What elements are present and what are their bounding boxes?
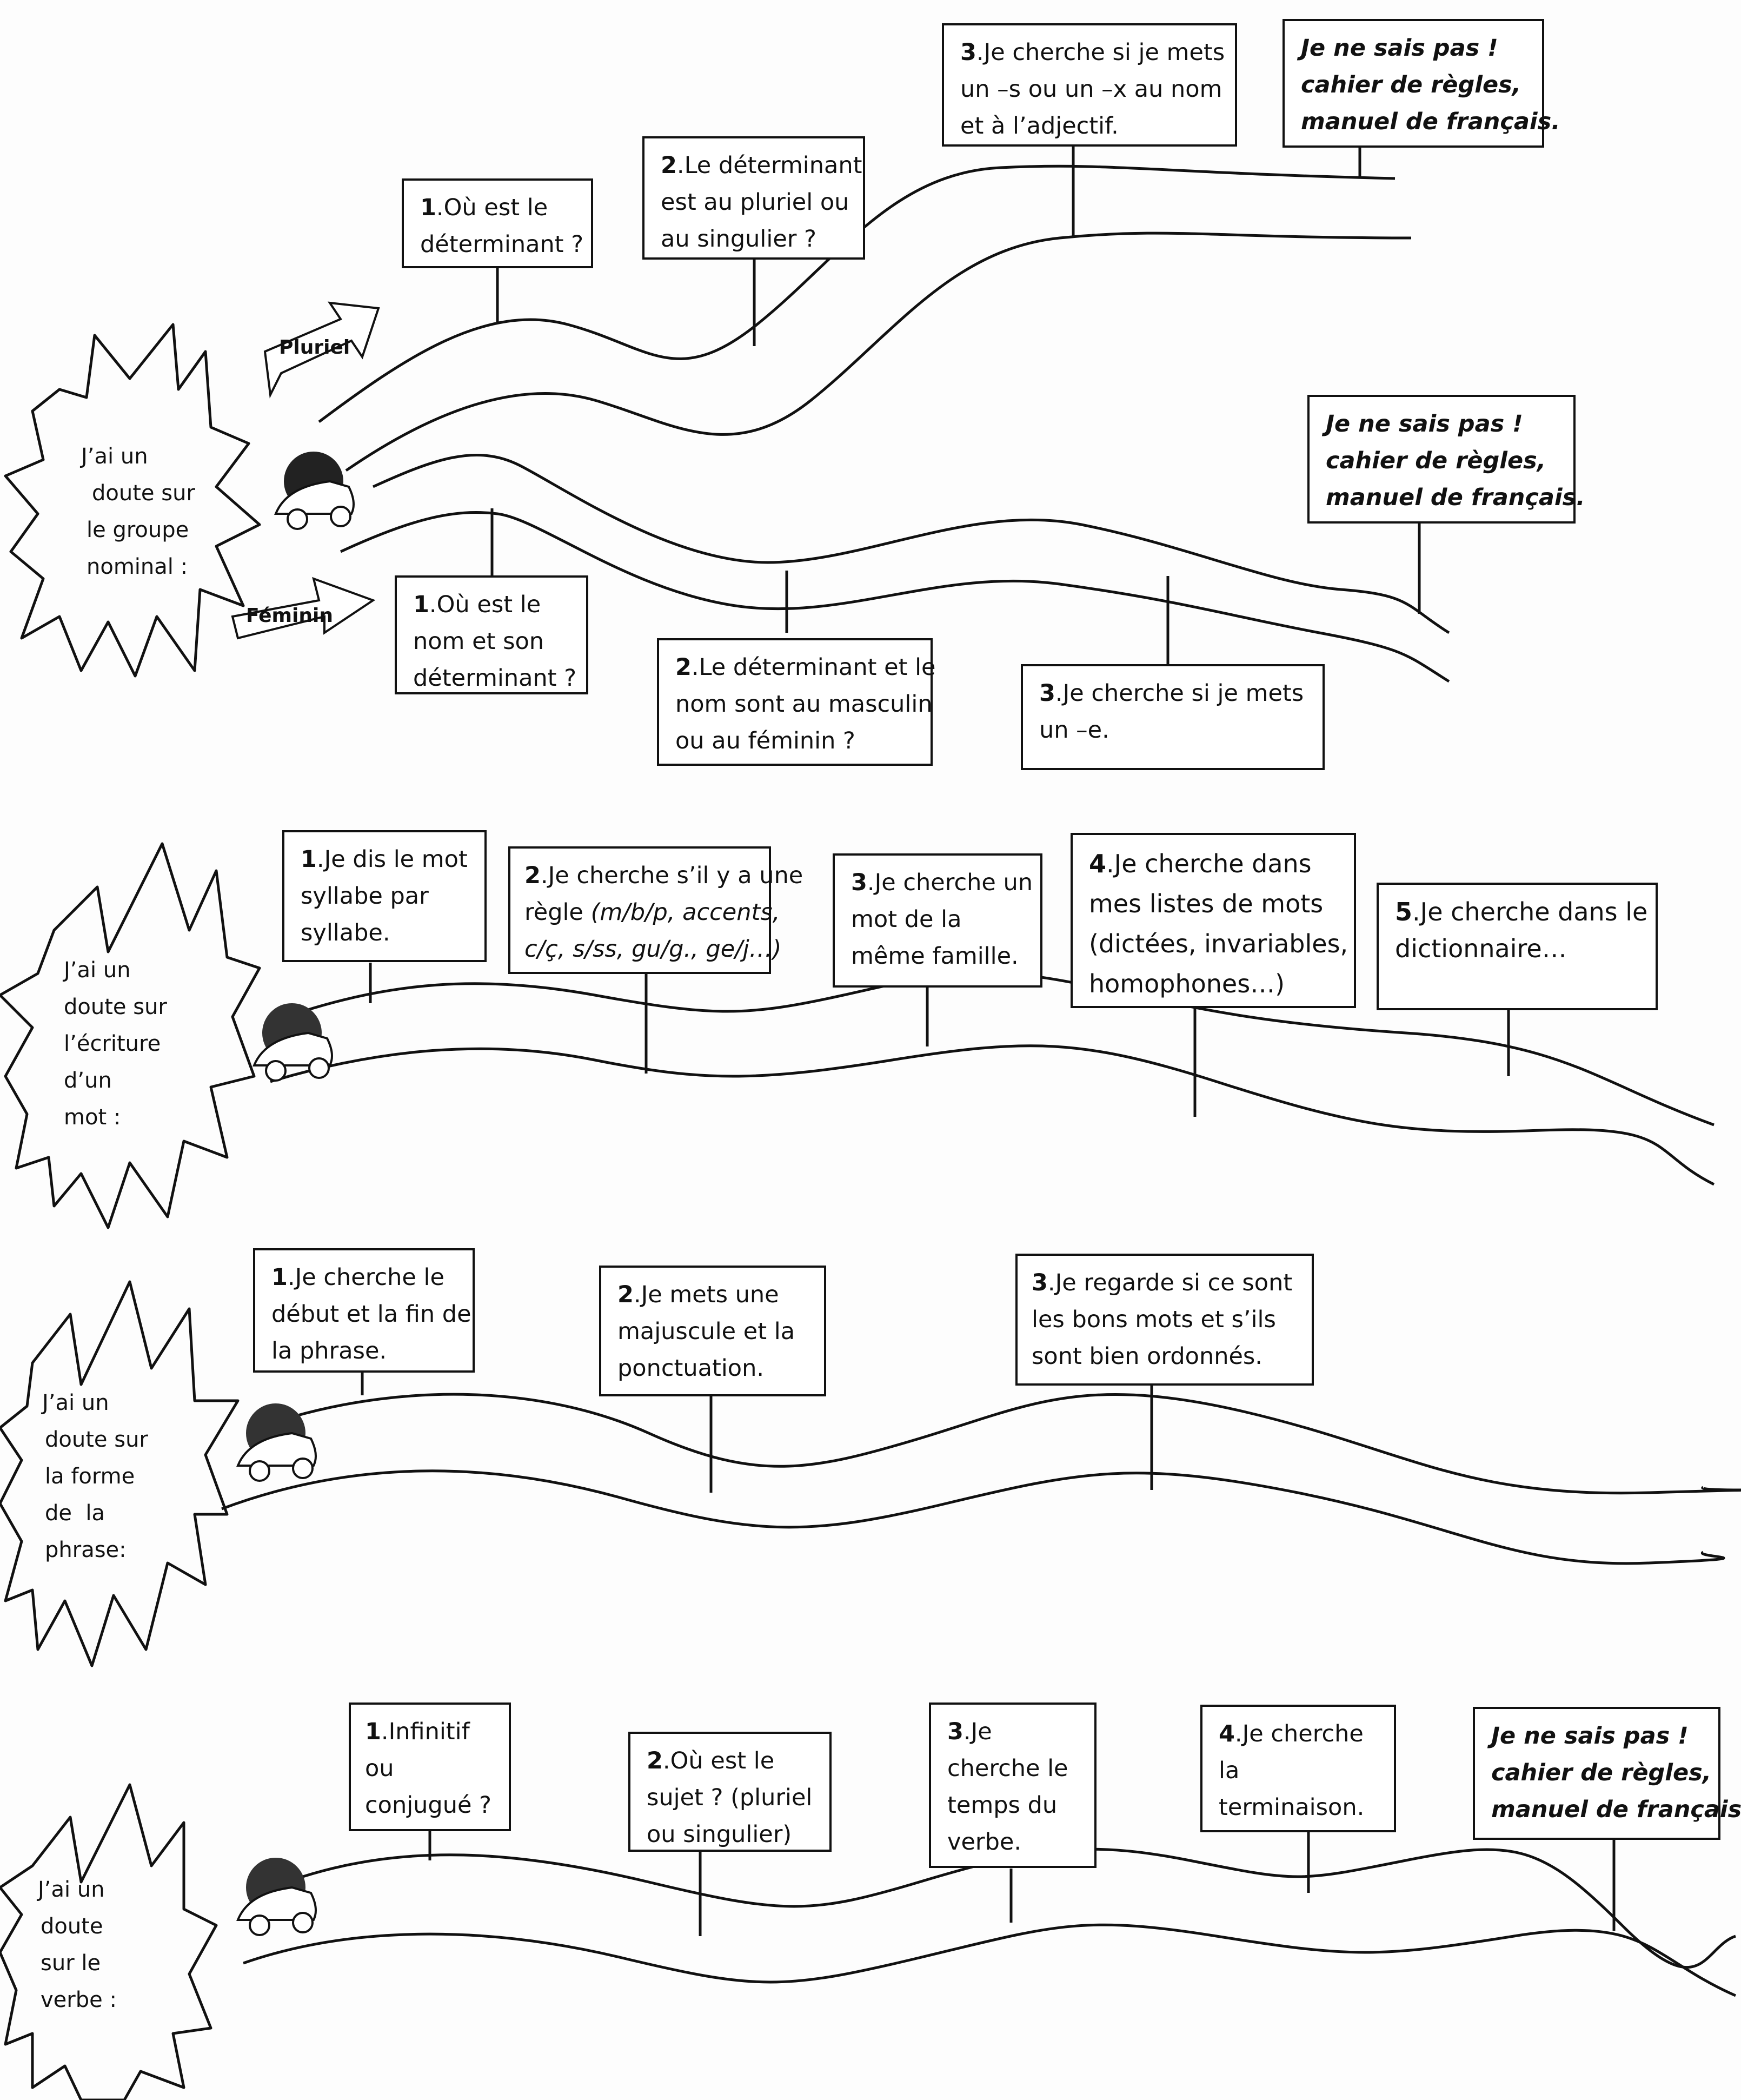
step-box-feminin-3: 3.Je cherche si je mets un –e. [1021, 664, 1325, 770]
step-box-verbe-4: 4.Je cherche la terminaison. [1200, 1705, 1396, 1832]
step-box-verbe-2: 2.Où est le sujet ? (pluriel ou singulie… [628, 1732, 832, 1852]
starburst-icon [0, 1280, 240, 1667]
feminin-label: Féminin [246, 605, 333, 627]
burst-text-groupe-nominal: J’ai un doute sur le groupe nominal : [81, 444, 195, 579]
step-box-verbe-3: 3.Je cherche le temps du verbe. [929, 1702, 1097, 1868]
step-box-pluriel-1: 1.Où est le déterminant ? [402, 178, 593, 268]
starburst-icon [0, 842, 261, 1229]
starburst-icon [0, 1783, 218, 2100]
step-box-feminin-2: 2.Le déterminant et le nom sont au mascu… [657, 638, 936, 766]
arrow-right-icon [231, 577, 376, 640]
help-box-verbe: Je ne sais pas ! cahier de règles, manue… [1473, 1707, 1741, 1840]
starburst-icon [4, 323, 261, 678]
step-box-ecriture-3: 3.Je cherche un mot de la même famille. [833, 853, 1042, 988]
help-box-feminin: Je ne sais pas ! cahier de règles, manue… [1307, 395, 1585, 524]
step-box-ecriture-2: 2.Je cherche s’il y a une règle (m/b/p, … [508, 846, 803, 974]
step-box-ecriture-5: 5.Je cherche dans le dictionnaire… [1377, 883, 1658, 1010]
burst-text-verbe: J’ai un doute sur le verbe : [38, 1877, 117, 2012]
step-box-ecriture-4: 4.Je cherche dans mes listes de mots (di… [1071, 833, 1356, 1008]
step-box-pluriel-2: 2.Le déterminant est au pluriel ou au si… [642, 136, 865, 260]
car-icon [274, 452, 355, 530]
step-box-phrase-2: 2.Je mets une majuscule et la ponctuatio… [599, 1266, 826, 1396]
burst-text-forme-phrase: J’ai un doute sur la forme de la phrase: [42, 1390, 148, 1562]
arrow-right-icon [263, 301, 380, 399]
step-box-feminin-1: 1.Où est le nom et son déterminant ? [395, 575, 588, 694]
car-icon [236, 1403, 317, 1482]
burst-text-ecriture: J’ai un doute sur l’écriture d’un mot : [64, 958, 167, 1130]
car-icon [252, 1003, 333, 1082]
step-box-pluriel-3: 3.Je cherche si je mets un –s ou un –x a… [942, 23, 1237, 147]
step-box-verbe-1: 1.Infinitif ou conjugué ? [349, 1702, 511, 1831]
pluriel-label: Pluriel [279, 336, 350, 359]
car-icon [236, 1858, 317, 1936]
step-box-ecriture-1: 1.Je dis le mot syllabe par syllabe. [282, 830, 487, 962]
step-box-phrase-3: 3.Je regarde si ce sont les bons mots et… [1015, 1254, 1314, 1386]
step-box-phrase-1: 1.Je cherche le début et la fin de la ph… [253, 1248, 475, 1373]
help-box-pluriel: Je ne sais pas ! cahier de règles, manue… [1283, 19, 1560, 148]
